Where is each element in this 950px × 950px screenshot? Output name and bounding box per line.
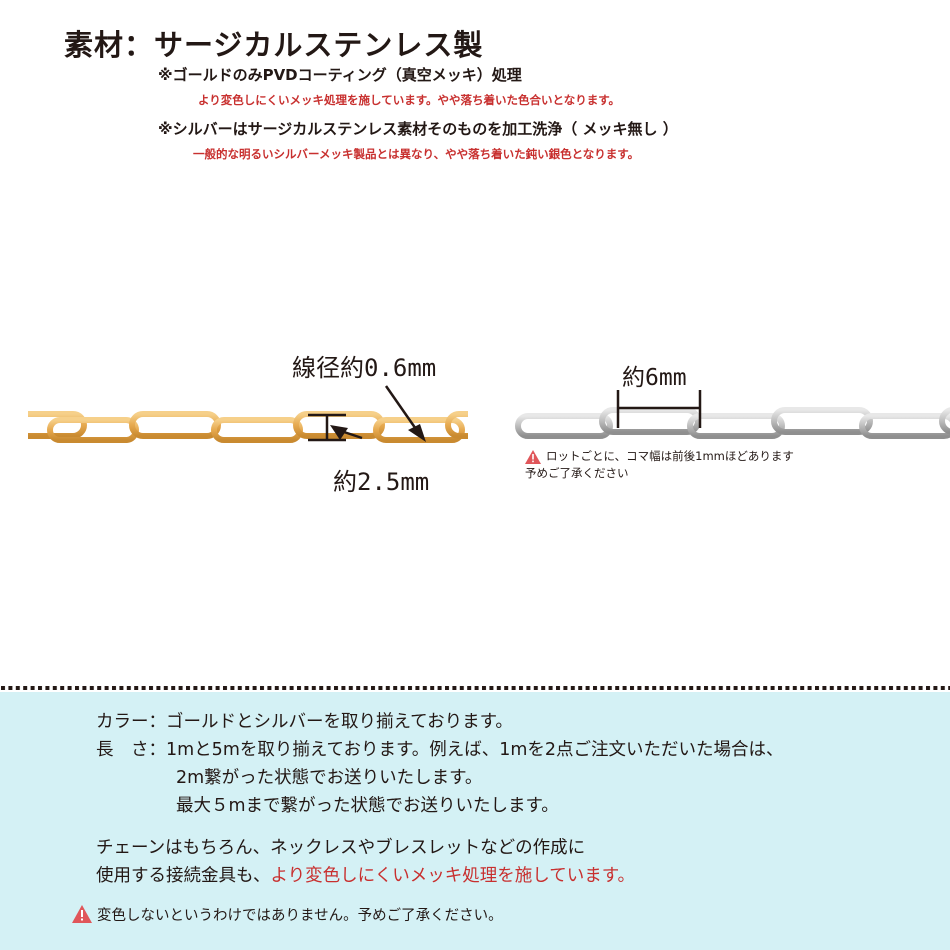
disclaimer: 変色しないというわけではありません。予めご了承ください。 — [72, 904, 503, 925]
length-info-3: 最大５mまで繋がった状態でお送りいたします。 — [176, 796, 559, 816]
lot-variance-text-2: 予めご了承ください — [525, 466, 629, 480]
parts-info-prefix: 使用する接続金具も、 — [96, 866, 271, 886]
lot-variance-text: ロットごとに、コマ幅は前後1mmほどあります — [546, 449, 794, 463]
silver-dimension-marks — [616, 390, 702, 428]
parts-info-highlight: より変色しにくいメッキ処理を施しています。 — [270, 866, 636, 886]
gold-dimension-marks — [308, 385, 426, 442]
gold-coating-detail: より変色しにくいメッキ処理を施しています。やや落ち着いた色合いとなります。 — [198, 93, 621, 107]
disclaimer-text: 変色しないというわけではありません。予めご了承ください。 — [97, 908, 503, 924]
length-info: 長 さ：1mと5mを取り揃えております。例えば、1mを2点ご注文いただいた場合は… — [96, 740, 784, 760]
gold-coating-note: ※ゴールドのみPVDコーティング（真空メッキ）処理 — [158, 66, 522, 84]
link-pitch-label: 約6mm — [622, 365, 687, 391]
link-width-label: 約2.5mm — [333, 468, 430, 496]
wire-diameter-label: 線径約0.6mm — [292, 354, 437, 382]
info-panel — [0, 692, 950, 950]
silver-material-detail: 一般的な明るいシルバーメッキ製品とは異なり、やや落ち着いた鈍い銀色となります。 — [193, 147, 640, 161]
parts-info-2: 使用する接続金具も、より変色しにくいメッキ処理を施しています。 — [96, 862, 635, 887]
parts-info-1: チェーンはもちろん、ネックレスやブレスレットなどの作成に — [96, 838, 586, 858]
lot-variance-note: ロットごとに、コマ幅は前後1mmほどあります 予めご了承ください — [525, 448, 794, 482]
silver-chain-image — [515, 407, 950, 439]
silver-material-note: ※シルバーはサージカルステンレス素材そのものを加工洗浄（ メッキ無し ） — [158, 120, 678, 138]
page-title: 素材：サージカルステンレス製 — [64, 28, 484, 62]
color-info: カラー：ゴールドとシルバーを取り揃えております。 — [96, 712, 513, 732]
warning-icon — [525, 450, 541, 464]
dotted-divider — [0, 684, 950, 694]
warning-icon — [72, 905, 92, 923]
length-info-2: 2m繋がった状態でお送りいたします。 — [176, 768, 483, 788]
